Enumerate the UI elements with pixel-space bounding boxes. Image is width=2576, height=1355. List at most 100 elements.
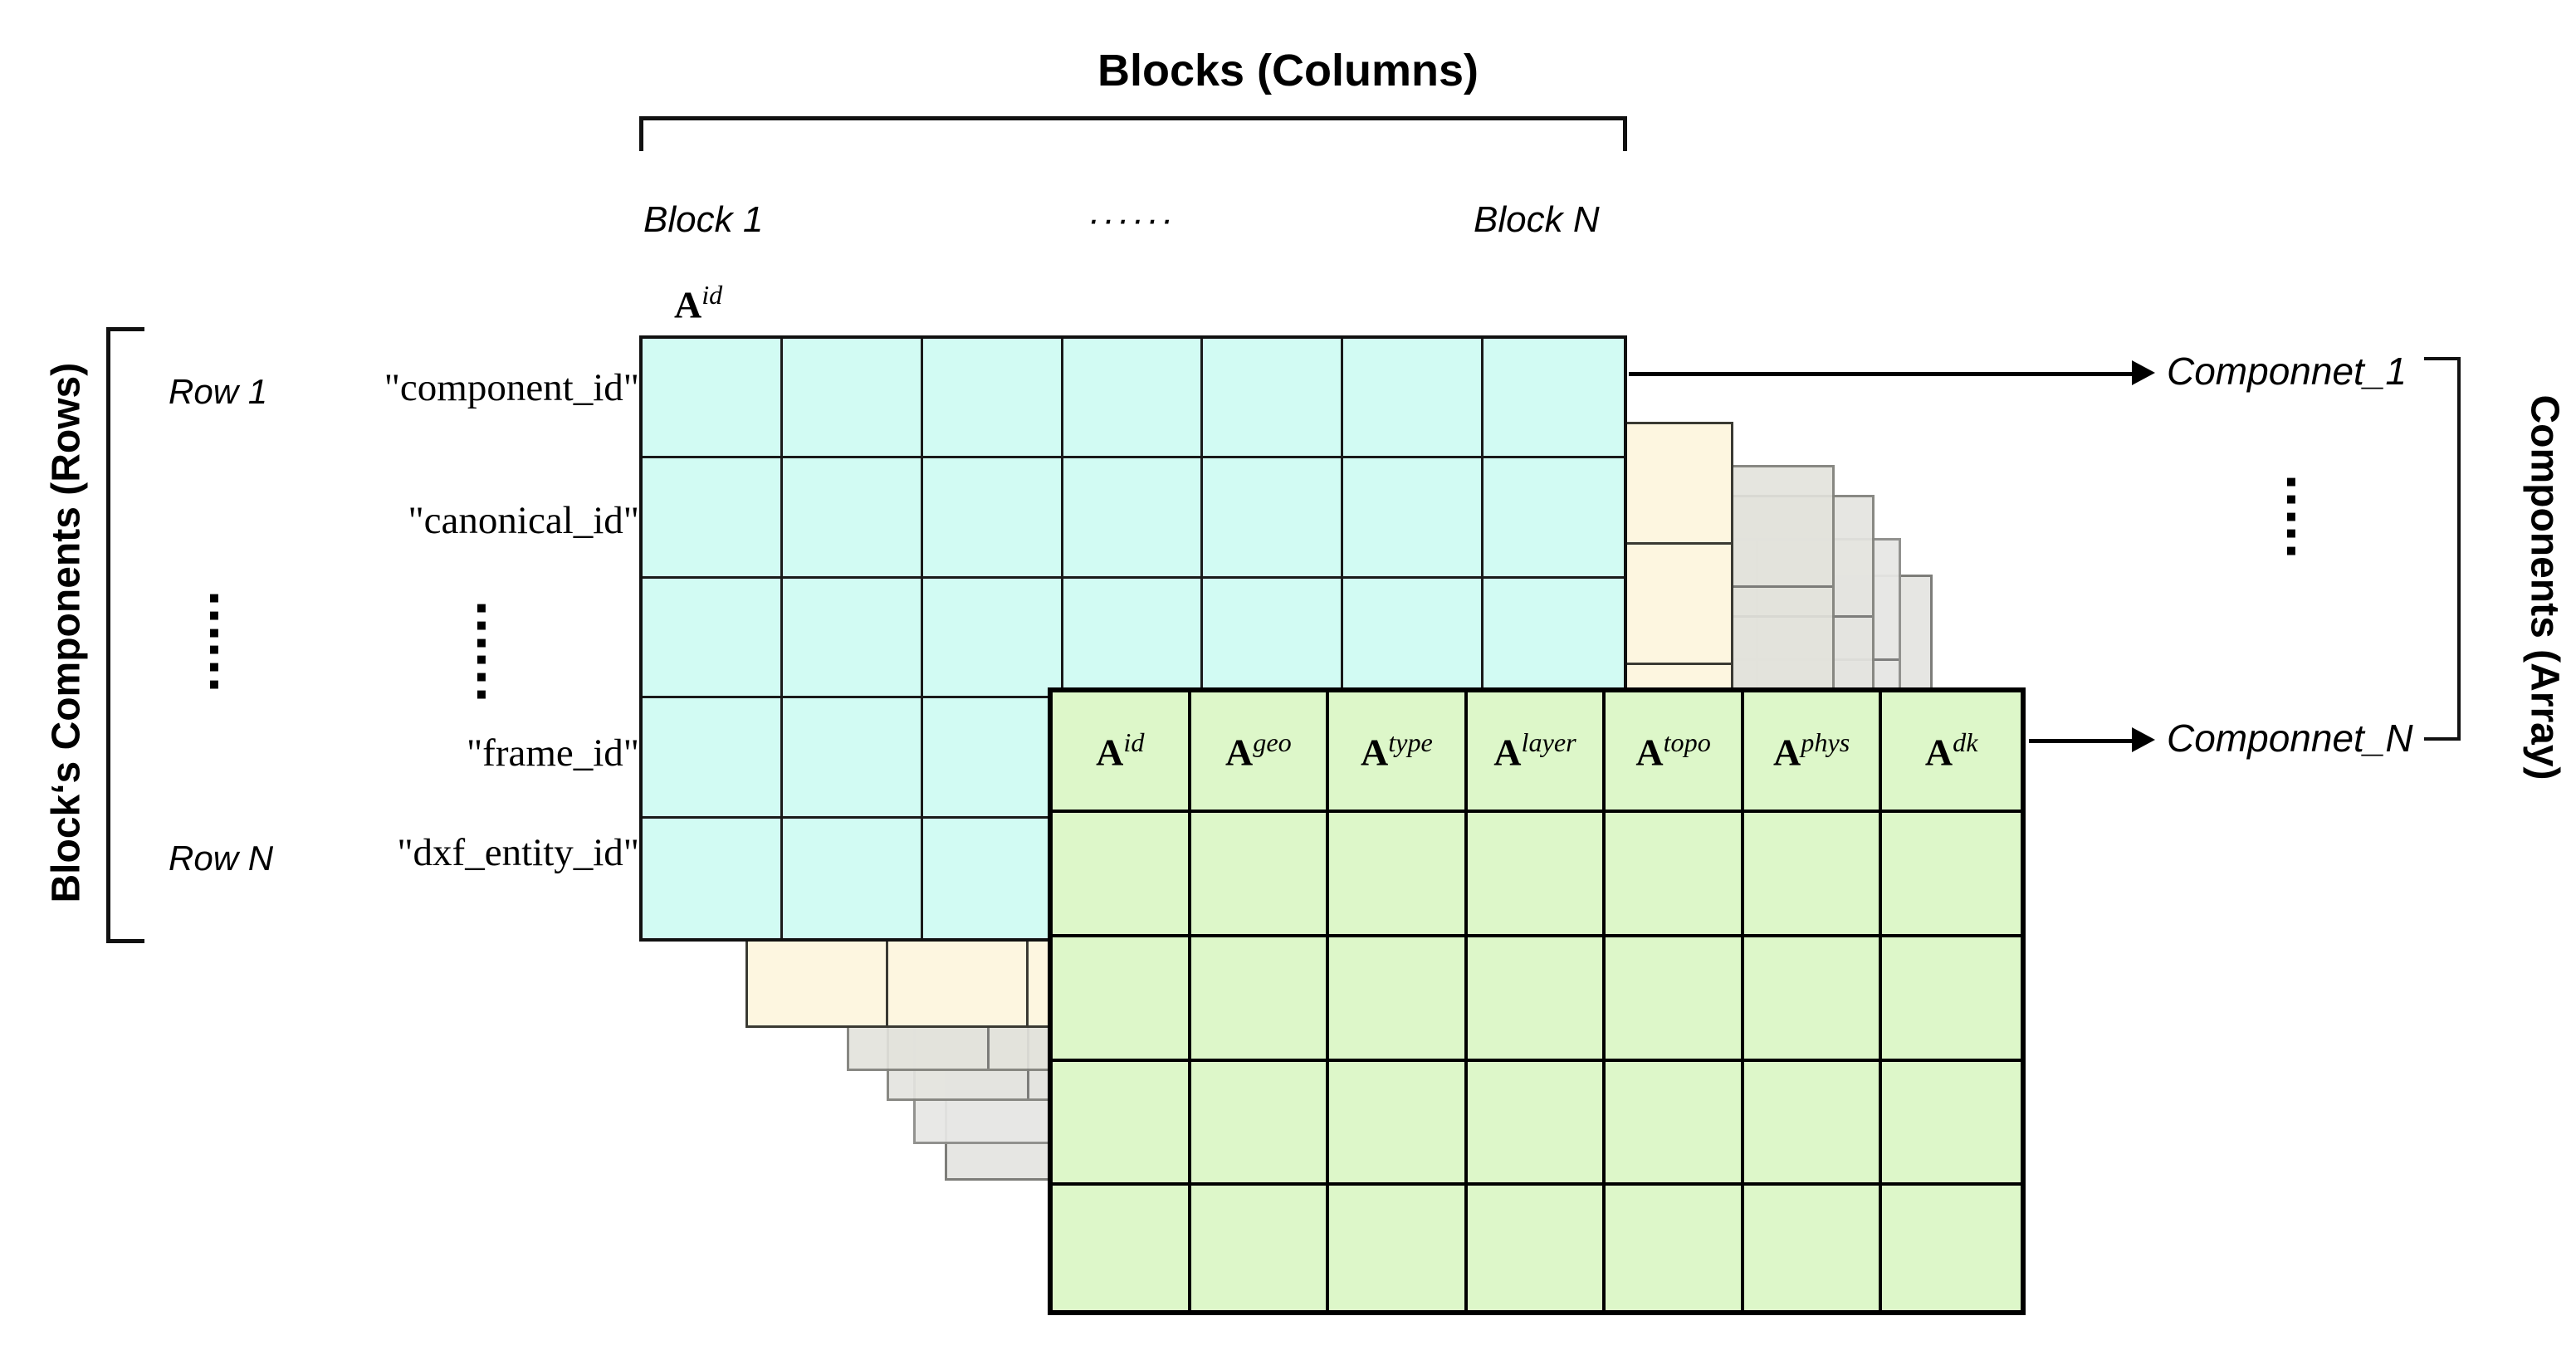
- component-output-first: Componnet_1: [2167, 350, 2407, 393]
- row-key-frame-id: "frame_id": [466, 731, 639, 775]
- blocks-bracket: [639, 116, 1627, 151]
- matrix-cell: [1343, 578, 1484, 699]
- attribute-value-cell: [1606, 1186, 1744, 1310]
- matrix-cell: [922, 578, 1063, 699]
- attribute-value-cell: [1329, 813, 1468, 937]
- attribute-symbol-base: A: [1493, 731, 1522, 774]
- matrix-cell: [1590, 545, 1731, 665]
- row-index-first: Row 1: [169, 372, 268, 411]
- attribute-symbol-base: A: [1224, 731, 1254, 774]
- matrix-cell: [782, 698, 923, 819]
- attribute-value-cell: [1467, 1061, 1606, 1186]
- attribute-header-cell: Ageo: [1190, 692, 1330, 813]
- attribute-symbol-superscript: type: [1388, 727, 1433, 758]
- attribute-symbol-superscript: topo: [1663, 727, 1711, 758]
- block-first-label: Block 1: [643, 199, 764, 240]
- matrix-cell: [643, 698, 783, 819]
- attribute-symbol-superscript: id: [1123, 727, 1145, 758]
- attribute-header-symbol: Atype: [1361, 727, 1433, 774]
- arrow-to-component-last-head: [2132, 727, 2155, 752]
- matrix-cell: [1203, 578, 1344, 699]
- matrix-cell: [783, 818, 923, 938]
- row-index-last: Row N: [169, 839, 274, 878]
- matrix-cell: [1063, 458, 1204, 579]
- attribute-symbol-superscript: dk: [1953, 727, 1978, 758]
- attribute-symbol-base: A: [1635, 731, 1664, 774]
- component-output-last: Componnet_N: [2167, 717, 2413, 760]
- attribute-value-cell: [1053, 937, 1191, 1062]
- attribute-value-cell: [1329, 937, 1468, 1062]
- attribute-value-cell: [1468, 1186, 1606, 1310]
- attribute-value-cell: [1606, 813, 1744, 937]
- attribute-value-cell: [1744, 1186, 1883, 1310]
- attribute-value-cell: [1191, 1186, 1330, 1310]
- attribute-header-symbol: Atopo: [1635, 727, 1710, 774]
- attribute-symbol-superscript: phys: [1801, 727, 1850, 758]
- attribute-header-symbol: Adk: [1925, 727, 1978, 774]
- matrix-cell: [922, 339, 1063, 459]
- matrix-cell: [1343, 339, 1484, 459]
- attribute-value-cell: [1882, 1062, 2021, 1186]
- attribute-value-cell: [1053, 1061, 1191, 1186]
- attribute-value-cell: [1329, 1186, 1468, 1310]
- attribute-symbol-base: A: [1361, 731, 1389, 774]
- stack-top-symbol-sup: id: [701, 280, 723, 310]
- matrix-cell: [1343, 458, 1484, 579]
- row-key-canonical-id: "canonical_id": [408, 499, 640, 542]
- matrix-cell: [782, 578, 923, 699]
- attribute-value-cell: [1329, 1061, 1468, 1186]
- matrix-cell: [1691, 467, 1832, 588]
- attribute-header-cell: Aphys: [1743, 692, 1883, 813]
- attribute-header-symbol: Aid: [1096, 727, 1144, 774]
- attribute-header-cell: Atype: [1329, 692, 1468, 813]
- attribute-value-cell: [1743, 813, 1883, 937]
- attribute-symbol-base: A: [1773, 731, 1801, 774]
- matrix-cell: [923, 818, 1063, 938]
- left-axis-label: Block‘s Components (Rows): [44, 362, 89, 903]
- attribute-value-cell: [1743, 937, 1883, 1062]
- attribute-symbol-base: A: [1096, 731, 1124, 774]
- attribute-value-cell: [1190, 813, 1330, 937]
- matrix-cell: [1590, 424, 1731, 545]
- matrix-cell: [782, 458, 923, 579]
- attribute-value-cell: [1882, 813, 2021, 937]
- components-bracket: [2424, 357, 2461, 741]
- row-key-dxf-entity-id: "dxf_entity_id": [397, 831, 639, 874]
- attribute-value-cell: [1743, 1061, 1883, 1186]
- attribute-value-cell: [1053, 813, 1191, 937]
- matrix-cell: [922, 698, 1063, 819]
- matrix-cell: [1063, 578, 1204, 699]
- matrix-cell: [1484, 458, 1624, 579]
- attribute-header-cell: Aid: [1053, 692, 1191, 813]
- attribute-symbol-superscript: geo: [1253, 727, 1292, 758]
- matrix-cell: [922, 458, 1063, 579]
- attribute-header-cell: Atopo: [1606, 692, 1744, 813]
- component-output-ellipsis: ▪▪▪▪▪: [2285, 463, 2298, 570]
- stack-top-symbol: Aid: [674, 280, 722, 326]
- block-last-label: Block N: [1474, 199, 1600, 240]
- matrix-cell: [1484, 339, 1624, 459]
- matrix-cell: [643, 818, 783, 938]
- stack-top-symbol-base: A: [674, 283, 702, 326]
- attribute-value-cell: [1882, 1186, 2021, 1310]
- attribute-value-cell: [1882, 937, 2021, 1062]
- attribute-value-cell: [1053, 1186, 1191, 1310]
- matrix-cell: [1203, 339, 1344, 459]
- row-index-ellipsis: ▪▪▪▪▪▪: [208, 580, 221, 702]
- attribute-header-symbol: Ageo: [1225, 727, 1292, 774]
- attribute-value-cell: [1467, 937, 1606, 1062]
- attribute-value-cell: [1190, 1061, 1330, 1186]
- attribute-header-cell: Adk: [1882, 692, 2021, 813]
- attribute-value-cell: [1190, 937, 1330, 1062]
- attribute-symbol-superscript: layer: [1521, 727, 1576, 758]
- matrix-cell: [643, 339, 783, 459]
- rows-bracket: [106, 327, 144, 943]
- block-ellipsis: ······: [1088, 199, 1176, 240]
- matrix-cell: [782, 339, 923, 459]
- matrix-cell: [643, 458, 783, 579]
- attribute-value-cell: [1606, 1061, 1744, 1186]
- attribute-value-cell: [1606, 937, 1744, 1062]
- page-title: Blocks (Columns): [1097, 46, 1479, 95]
